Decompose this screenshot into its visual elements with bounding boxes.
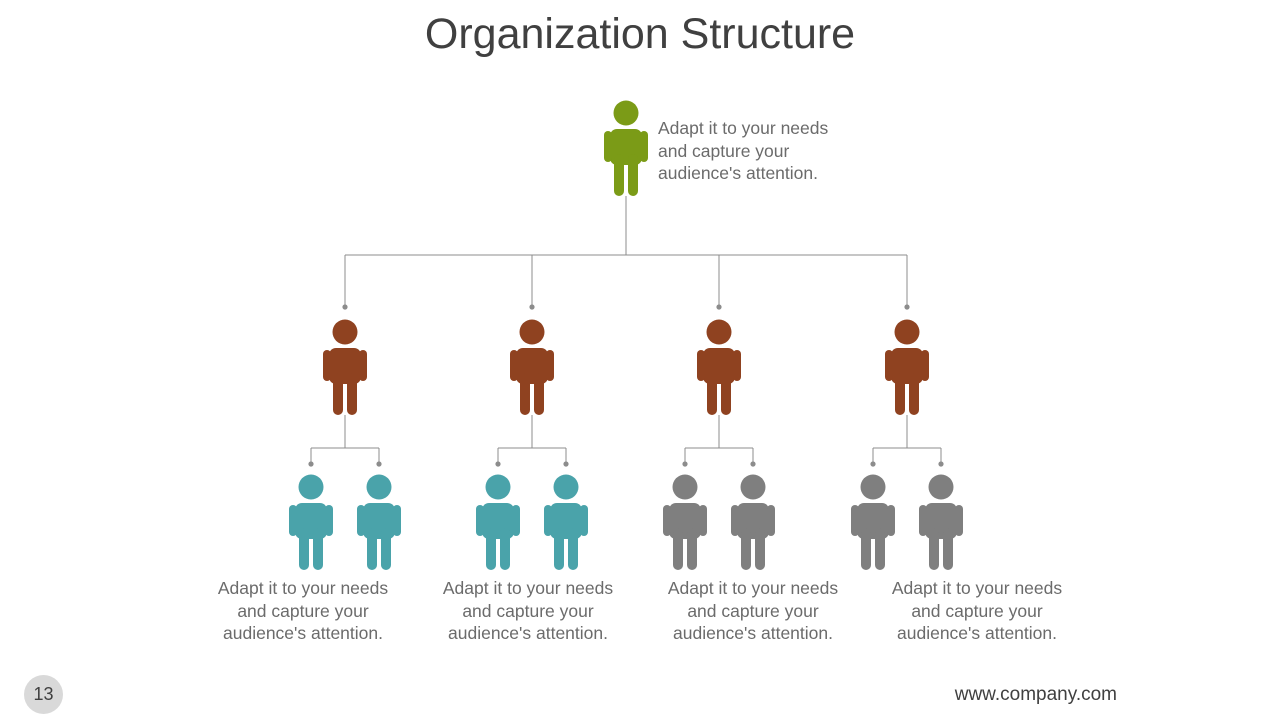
group-caption-line: Adapt it to your needs xyxy=(667,578,839,598)
top-caption-line: audience's attention. xyxy=(658,163,818,183)
group-caption-line: Adapt it to your needs xyxy=(891,578,1063,598)
group-caption-line: audience's attention. xyxy=(223,623,383,643)
member-person-icon xyxy=(663,474,707,570)
group-caption-line: and capture your xyxy=(911,600,1043,621)
member-person-icon xyxy=(731,474,775,570)
connector-dot xyxy=(870,461,876,467)
manager-person-icon xyxy=(510,319,554,415)
top-person-icon xyxy=(604,100,648,196)
group-caption-line: Adapt it to your needs xyxy=(442,578,614,598)
member-person-icon xyxy=(851,474,895,570)
member-person-icon xyxy=(919,474,963,570)
connector-dot xyxy=(376,461,382,467)
connector-dot xyxy=(563,461,569,467)
slide-title: Organization Structure xyxy=(424,10,856,58)
page-number-badge: 13 xyxy=(24,675,63,714)
member-person-icon xyxy=(357,474,401,570)
group-caption-2: Adapt it to your needs and capture your … xyxy=(423,577,633,645)
connector-dot xyxy=(342,304,348,310)
group-caption-3: Adapt it to your needs and capture your … xyxy=(648,577,858,645)
member-person-icon xyxy=(289,474,333,570)
member-person-icon xyxy=(476,474,520,570)
top-caption-line: Adapt it to your needs xyxy=(658,118,829,138)
connector-dot xyxy=(938,461,944,467)
connector-dot xyxy=(682,461,688,467)
group-caption-line: audience's attention. xyxy=(897,623,1057,643)
connector-dot xyxy=(716,304,722,310)
group-caption-4: Adapt it to your needs and capture your … xyxy=(872,577,1082,645)
connector-dot xyxy=(529,304,535,310)
group-caption-line: audience's attention. xyxy=(673,623,833,643)
connector-dot xyxy=(495,461,501,467)
top-caption-line: and capture your xyxy=(658,140,790,161)
connector-dot xyxy=(904,304,910,310)
group-caption-line: Adapt it to your needs xyxy=(217,578,389,598)
manager-person-icon xyxy=(697,319,741,415)
group-caption-1: Adapt it to your needs and capture your … xyxy=(198,577,408,645)
footer-url: www.company.com xyxy=(954,684,1117,705)
group-caption-line: audience's attention. xyxy=(448,623,608,643)
group-caption-line: and capture your xyxy=(462,600,594,621)
connector-dot xyxy=(308,461,314,467)
group-caption-line: and capture your xyxy=(237,600,369,621)
group-caption-line: and capture your xyxy=(687,600,819,621)
member-person-icon xyxy=(544,474,588,570)
top-caption: Adapt it to your needs and capture your … xyxy=(658,117,868,185)
manager-person-icon xyxy=(323,319,367,415)
manager-person-icon xyxy=(885,319,929,415)
connector-dot xyxy=(750,461,756,467)
